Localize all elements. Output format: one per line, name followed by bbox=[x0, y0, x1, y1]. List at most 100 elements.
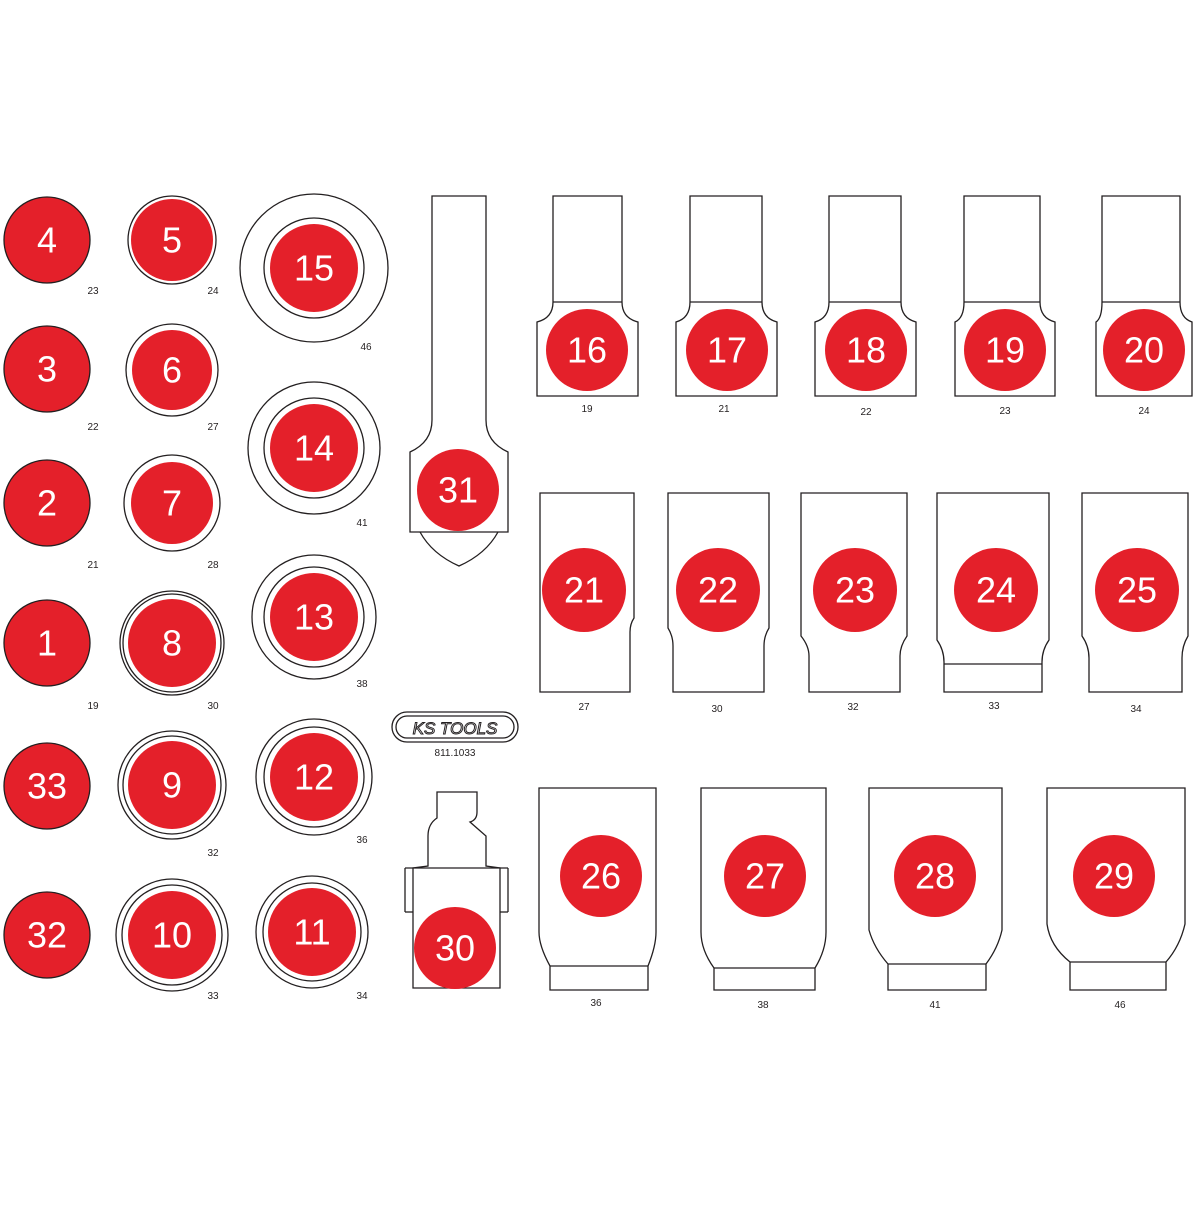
pocket-number: 21 bbox=[564, 570, 604, 611]
pocket-6: 6 27 bbox=[125, 323, 219, 433]
size-label: 30 bbox=[711, 704, 723, 715]
socket-27: 27 38 bbox=[700, 787, 827, 1011]
pocket-number: 18 bbox=[846, 330, 886, 371]
pocket-3: 3 22 bbox=[3, 325, 99, 433]
pocket-12: 12 36 bbox=[255, 718, 373, 846]
pocket-number: 22 bbox=[698, 570, 738, 611]
pocket-33: 33 bbox=[3, 742, 91, 830]
pocket-number: 6 bbox=[162, 350, 182, 391]
size-label: 23 bbox=[87, 286, 99, 297]
badge-circle bbox=[813, 548, 897, 632]
pocket-ring-outer bbox=[239, 193, 389, 343]
pocket-ring-outer bbox=[115, 878, 229, 992]
pocket-number: 14 bbox=[294, 428, 334, 469]
size-label: 38 bbox=[757, 1000, 769, 1011]
badge-circle bbox=[131, 462, 213, 544]
pocket-number: 16 bbox=[567, 330, 607, 371]
size-label: 46 bbox=[1114, 1000, 1126, 1011]
size-label: 38 bbox=[356, 679, 368, 690]
socket-outline bbox=[538, 787, 657, 991]
pocket-ring-inner bbox=[263, 397, 365, 499]
pocket-ring-inner bbox=[263, 217, 365, 319]
badge-circle bbox=[686, 309, 768, 391]
size-label: 23 bbox=[999, 406, 1011, 417]
socket-29: 29 46 bbox=[1046, 787, 1186, 1011]
size-label: 34 bbox=[356, 991, 368, 1002]
size-label: 36 bbox=[356, 835, 368, 846]
socket-outline bbox=[1046, 787, 1186, 991]
pocket-1: 1 19 bbox=[3, 599, 99, 712]
badge-circle bbox=[676, 548, 760, 632]
size-label: 46 bbox=[360, 342, 372, 353]
pocket-ring-outer bbox=[117, 730, 227, 840]
socket-outline bbox=[954, 195, 1056, 397]
badge-circle bbox=[724, 835, 806, 917]
pocket-15: 15 46 bbox=[239, 193, 389, 353]
pocket-4: 4 23 bbox=[3, 196, 99, 297]
size-label: 32 bbox=[847, 702, 859, 713]
pocket-number: 3 bbox=[37, 349, 57, 390]
badge-circle bbox=[3, 196, 91, 284]
badge-circle bbox=[3, 891, 91, 979]
size-label: 27 bbox=[207, 422, 219, 433]
socket-outline bbox=[1081, 492, 1189, 693]
badge-circle bbox=[128, 891, 216, 979]
pocket-ring-inner bbox=[262, 882, 362, 982]
badge-circle bbox=[3, 459, 91, 547]
size-label: 30 bbox=[207, 701, 219, 712]
pocket-number: 11 bbox=[293, 912, 330, 953]
pocket-ring bbox=[127, 195, 217, 285]
article-number: 811.1033 bbox=[435, 748, 476, 759]
pocket-ring-inner bbox=[121, 884, 223, 986]
pocket-11: 11 34 bbox=[255, 875, 369, 1002]
badge-circle bbox=[270, 573, 358, 661]
size-label: 19 bbox=[87, 701, 99, 712]
badge-circle bbox=[954, 548, 1038, 632]
pocket-ring-inner bbox=[122, 735, 222, 835]
badge-circle bbox=[128, 599, 216, 687]
badge-circle bbox=[1095, 548, 1179, 632]
logo-frame bbox=[391, 711, 519, 743]
badge-circle bbox=[3, 599, 91, 687]
pocket-ring-inner bbox=[122, 593, 222, 693]
badge-circle bbox=[546, 309, 628, 391]
pocket-10: 10 33 bbox=[115, 878, 229, 1002]
logo-text: KS TOOLS bbox=[413, 719, 498, 738]
badge-circle bbox=[270, 224, 358, 312]
socket-28: 28 41 bbox=[868, 787, 1003, 1011]
socket-23: 23 32 bbox=[800, 492, 908, 713]
badge-circle bbox=[894, 835, 976, 917]
badge-circle bbox=[131, 199, 213, 281]
pocket-number: 19 bbox=[985, 330, 1025, 371]
badge-circle bbox=[542, 548, 626, 632]
tool-outline bbox=[409, 195, 509, 533]
socket-25: 25 34 bbox=[1081, 492, 1189, 715]
pocket-number: 29 bbox=[1094, 856, 1134, 897]
pocket-number: 24 bbox=[976, 570, 1016, 611]
badge-circle bbox=[270, 733, 358, 821]
socket-18: 18 22 bbox=[814, 195, 917, 418]
pocket-number: 15 bbox=[294, 248, 334, 289]
badge-circle bbox=[3, 742, 91, 830]
pocket-number: 7 bbox=[162, 483, 182, 524]
pocket-ring-outer bbox=[251, 554, 377, 680]
socket-outline bbox=[1095, 195, 1193, 397]
size-label: 21 bbox=[87, 560, 99, 571]
pocket-number: 17 bbox=[707, 330, 747, 371]
pocket-ring-outer bbox=[255, 718, 373, 836]
socket-20: 20 24 bbox=[1095, 195, 1193, 417]
tool-30-adapter: 30 bbox=[404, 791, 509, 989]
badge-circle bbox=[268, 888, 356, 976]
badge-circle bbox=[414, 907, 496, 989]
pocket-number: 28 bbox=[915, 856, 955, 897]
size-label: 21 bbox=[718, 404, 730, 415]
tool-outline bbox=[412, 791, 501, 989]
pocket-ring-outer bbox=[119, 590, 225, 696]
badge-circle bbox=[560, 835, 642, 917]
badge-circle bbox=[1103, 309, 1185, 391]
pocket-number: 31 bbox=[438, 470, 478, 511]
tool-thumb-notch bbox=[419, 531, 499, 567]
size-label: 32 bbox=[207, 848, 219, 859]
socket-outline bbox=[868, 787, 1003, 991]
